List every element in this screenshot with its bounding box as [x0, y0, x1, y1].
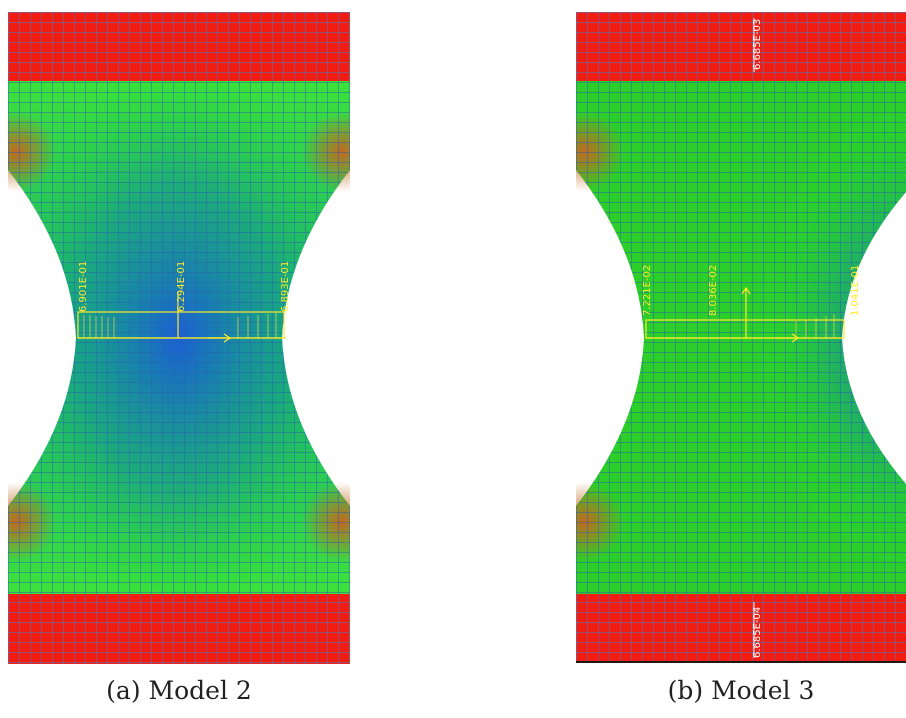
caption-model-3: (b) Model 3 — [667, 676, 815, 705]
label-left: 7.221E-02 — [642, 265, 653, 316]
model-3-panel: 7.221E-02 8.036E-02 1.041E-01 6.685E-03 … — [576, 12, 906, 664]
label-center: 8.036E-02 — [708, 265, 719, 316]
label-bottom-grip: 6.685E-04 — [752, 607, 763, 658]
model-2-panel: 6.901E-01 6.294E-01 6.893E-01 — [8, 12, 350, 664]
model-3-mesh-plot: 7.221E-02 8.036E-02 1.041E-01 6.685E-03 … — [576, 12, 906, 663]
model-2-mesh-plot: 6.901E-01 6.294E-01 6.893E-01 — [8, 12, 350, 664]
stress-path-annotation — [645, 286, 845, 343]
label-center: 6.294E-01 — [176, 261, 187, 312]
stress-path-annotation — [77, 292, 286, 343]
label-top-grip: 6.685E-03 — [752, 19, 763, 70]
label-right: 1.041E-01 — [850, 265, 861, 316]
label-right: 6.893E-01 — [280, 261, 291, 312]
caption-model-2: (a) Model 2 — [106, 676, 252, 705]
label-left: 6.901E-01 — [78, 261, 89, 312]
